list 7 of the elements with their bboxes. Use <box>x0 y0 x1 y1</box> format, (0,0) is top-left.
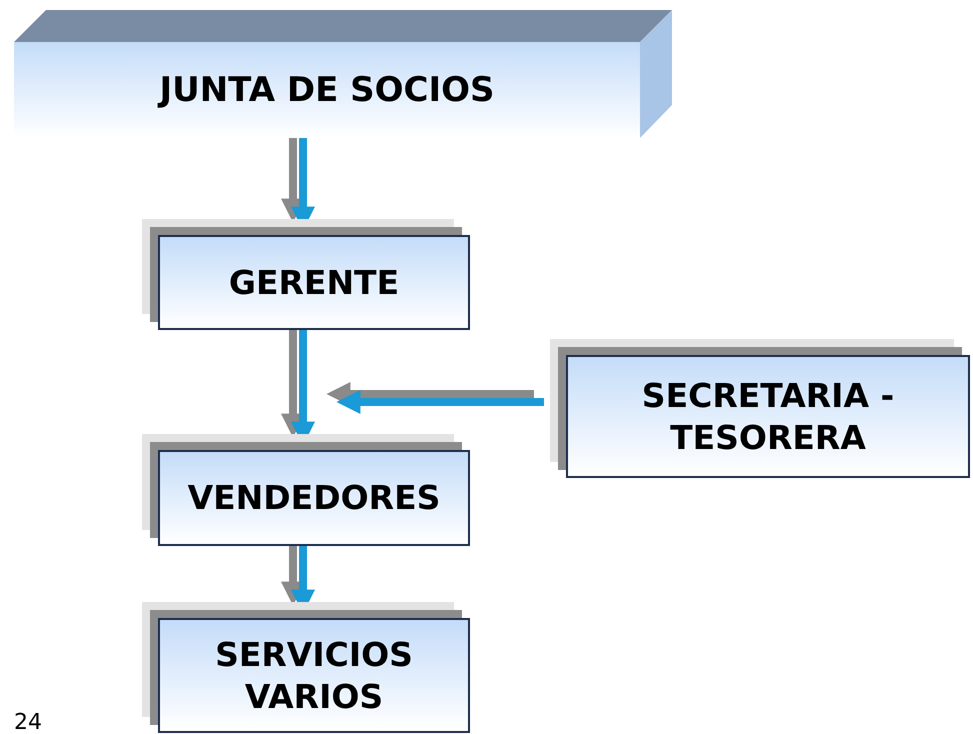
page-number: 24 <box>14 712 42 734</box>
box-title: JUNTA DE SOCIOS <box>159 68 495 112</box>
arrow <box>336 390 544 414</box>
box-title: VENDEDORES <box>188 477 440 519</box>
box-title: SECRETARIA - TESORERA <box>640 375 896 458</box>
box-title: SERVICIOS VARIOS <box>214 634 414 717</box>
box-title: GERENTE <box>228 262 400 304</box>
